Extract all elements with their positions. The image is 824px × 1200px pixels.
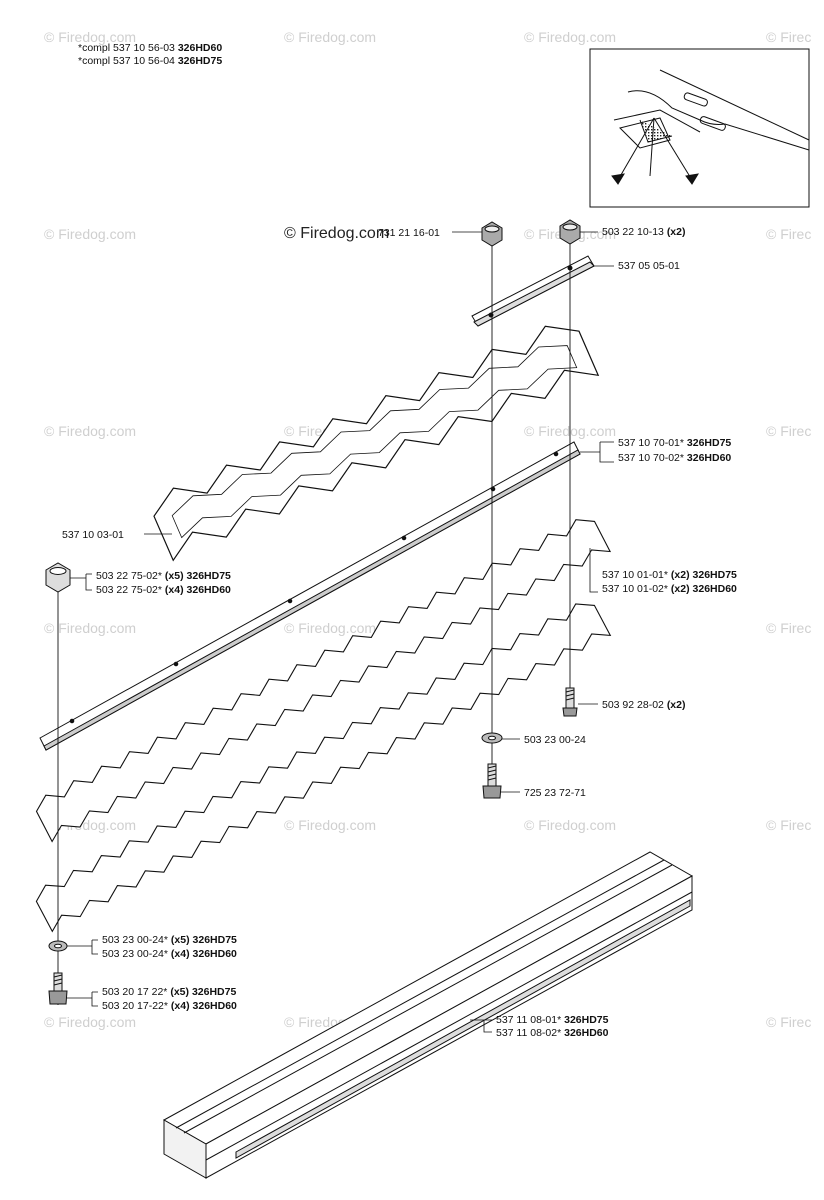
callout-washer-b: 503 23 00-24* (x4) 326HD60 (102, 948, 237, 960)
callout-bolt-a: 503 20 17 22* (x5) 326HD75 (102, 986, 237, 998)
assembly-lines (57, 240, 571, 1005)
callout-blade-b: 537 10 01-02* (x2) 326HD60 (602, 583, 737, 595)
callout-bolt-b: 503 20 17-22* (x4) 326HD60 (102, 1000, 237, 1012)
watermark: © Firedog.com (284, 620, 377, 636)
watermark-large: © Firedog.com (284, 225, 390, 242)
guide-plate (471, 255, 595, 327)
callout-guard-b: 537 11 08-02* 326HD60 (496, 1027, 609, 1039)
callout-nut-top: 731 21 16-01 (378, 227, 440, 239)
watermark: © Firec (766, 817, 812, 833)
bolt-left (48, 972, 68, 1005)
watermark: © Firedog.com (44, 1014, 137, 1030)
detail-inset (589, 48, 810, 208)
screw-mid (482, 763, 502, 799)
watermark: © Firedog.com (524, 29, 617, 45)
watermark: © Firec (766, 29, 812, 45)
washer-left (48, 940, 68, 952)
callout-reinforce-b: 537 10 70-02* 326HD60 (618, 452, 732, 464)
lock-nut (45, 562, 71, 593)
callout-guide-plate: 537 05 05-01 (618, 260, 680, 272)
watermark: © Firedog.com (44, 620, 137, 636)
callout-lock-nut-a: 503 22 75-02* (x5) 326HD75 (96, 570, 231, 582)
blade-guard (162, 851, 694, 1179)
cutter-blade-upper (35, 519, 612, 843)
watermark: © Firedog.com (284, 817, 377, 833)
cutter-blade-lower (35, 603, 612, 933)
callout-washer-mid: 503 23 00-24 (524, 734, 586, 746)
watermark: © Firedog.com (284, 29, 377, 45)
callout-screw-right: 503 92 28-02 (x2) (602, 699, 686, 711)
watermark: © Firedog.com (44, 226, 137, 242)
screw-right (562, 687, 578, 717)
callout-nut-right: 503 22 10-13 (x2) (602, 226, 686, 238)
leader-lines (67, 231, 614, 1033)
top-blade (153, 325, 600, 562)
watermark: © Firedog.com (524, 817, 617, 833)
callout-screw-mid: 725 23 72-71 (524, 787, 586, 799)
header-line-1: *compl 537 10 56-03 326HD60 (78, 42, 223, 54)
watermark: © Firec (766, 226, 812, 242)
nut-top (481, 221, 503, 247)
washer-mid (481, 732, 503, 744)
watermark: © Firec (766, 620, 812, 636)
watermark: © Firedog.com (44, 29, 137, 45)
watermark: © Firedog.com (44, 423, 137, 439)
watermark: © Firec (766, 423, 812, 439)
reinforcement-bar (39, 441, 581, 751)
callout-guard-a: 537 11 08-01* 326HD75 (496, 1014, 609, 1026)
watermark: © Firec (766, 1014, 812, 1030)
callout-top-blade: 537 10 03-01 (62, 529, 124, 541)
header-line-2: *compl 537 10 56-04 326HD75 (78, 55, 223, 67)
callout-lock-nut-b: 503 22 75-02* (x4) 326HD60 (96, 584, 231, 596)
callout-blade-a: 537 10 01-01* (x2) 326HD75 (602, 569, 737, 581)
nut-right (559, 219, 581, 245)
callout-reinforce-a: 537 10 70-01* 326HD75 (618, 437, 732, 449)
callout-washer-a: 503 23 00-24* (x5) 326HD75 (102, 934, 237, 946)
